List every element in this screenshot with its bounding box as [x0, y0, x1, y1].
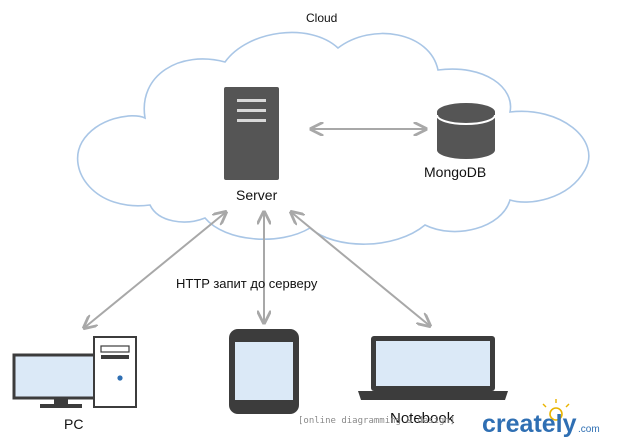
server-label: Server	[236, 187, 278, 203]
lightbulb-icon	[542, 399, 570, 421]
pc-label: PC	[64, 416, 84, 432]
notebook-label: Notebook	[390, 410, 455, 427]
brand-logo-text: creately	[482, 410, 577, 438]
pc-icon	[12, 336, 137, 408]
http-request-label: HTTP запит до серверу	[176, 276, 318, 291]
server-icon	[224, 87, 279, 180]
brand-suffix: .com	[578, 424, 600, 435]
notebook-icon	[358, 336, 508, 400]
cloud-label: Cloud	[306, 11, 338, 25]
cloud-shape	[76, 31, 590, 245]
server-notebook-arrow	[291, 212, 430, 326]
database-icon	[436, 103, 496, 159]
watermark-text: [online diagramming & design]	[298, 416, 456, 426]
server-pc-arrow	[84, 212, 226, 328]
database-label: MongoDB	[424, 164, 487, 180]
smartphone-icon	[229, 329, 299, 414]
